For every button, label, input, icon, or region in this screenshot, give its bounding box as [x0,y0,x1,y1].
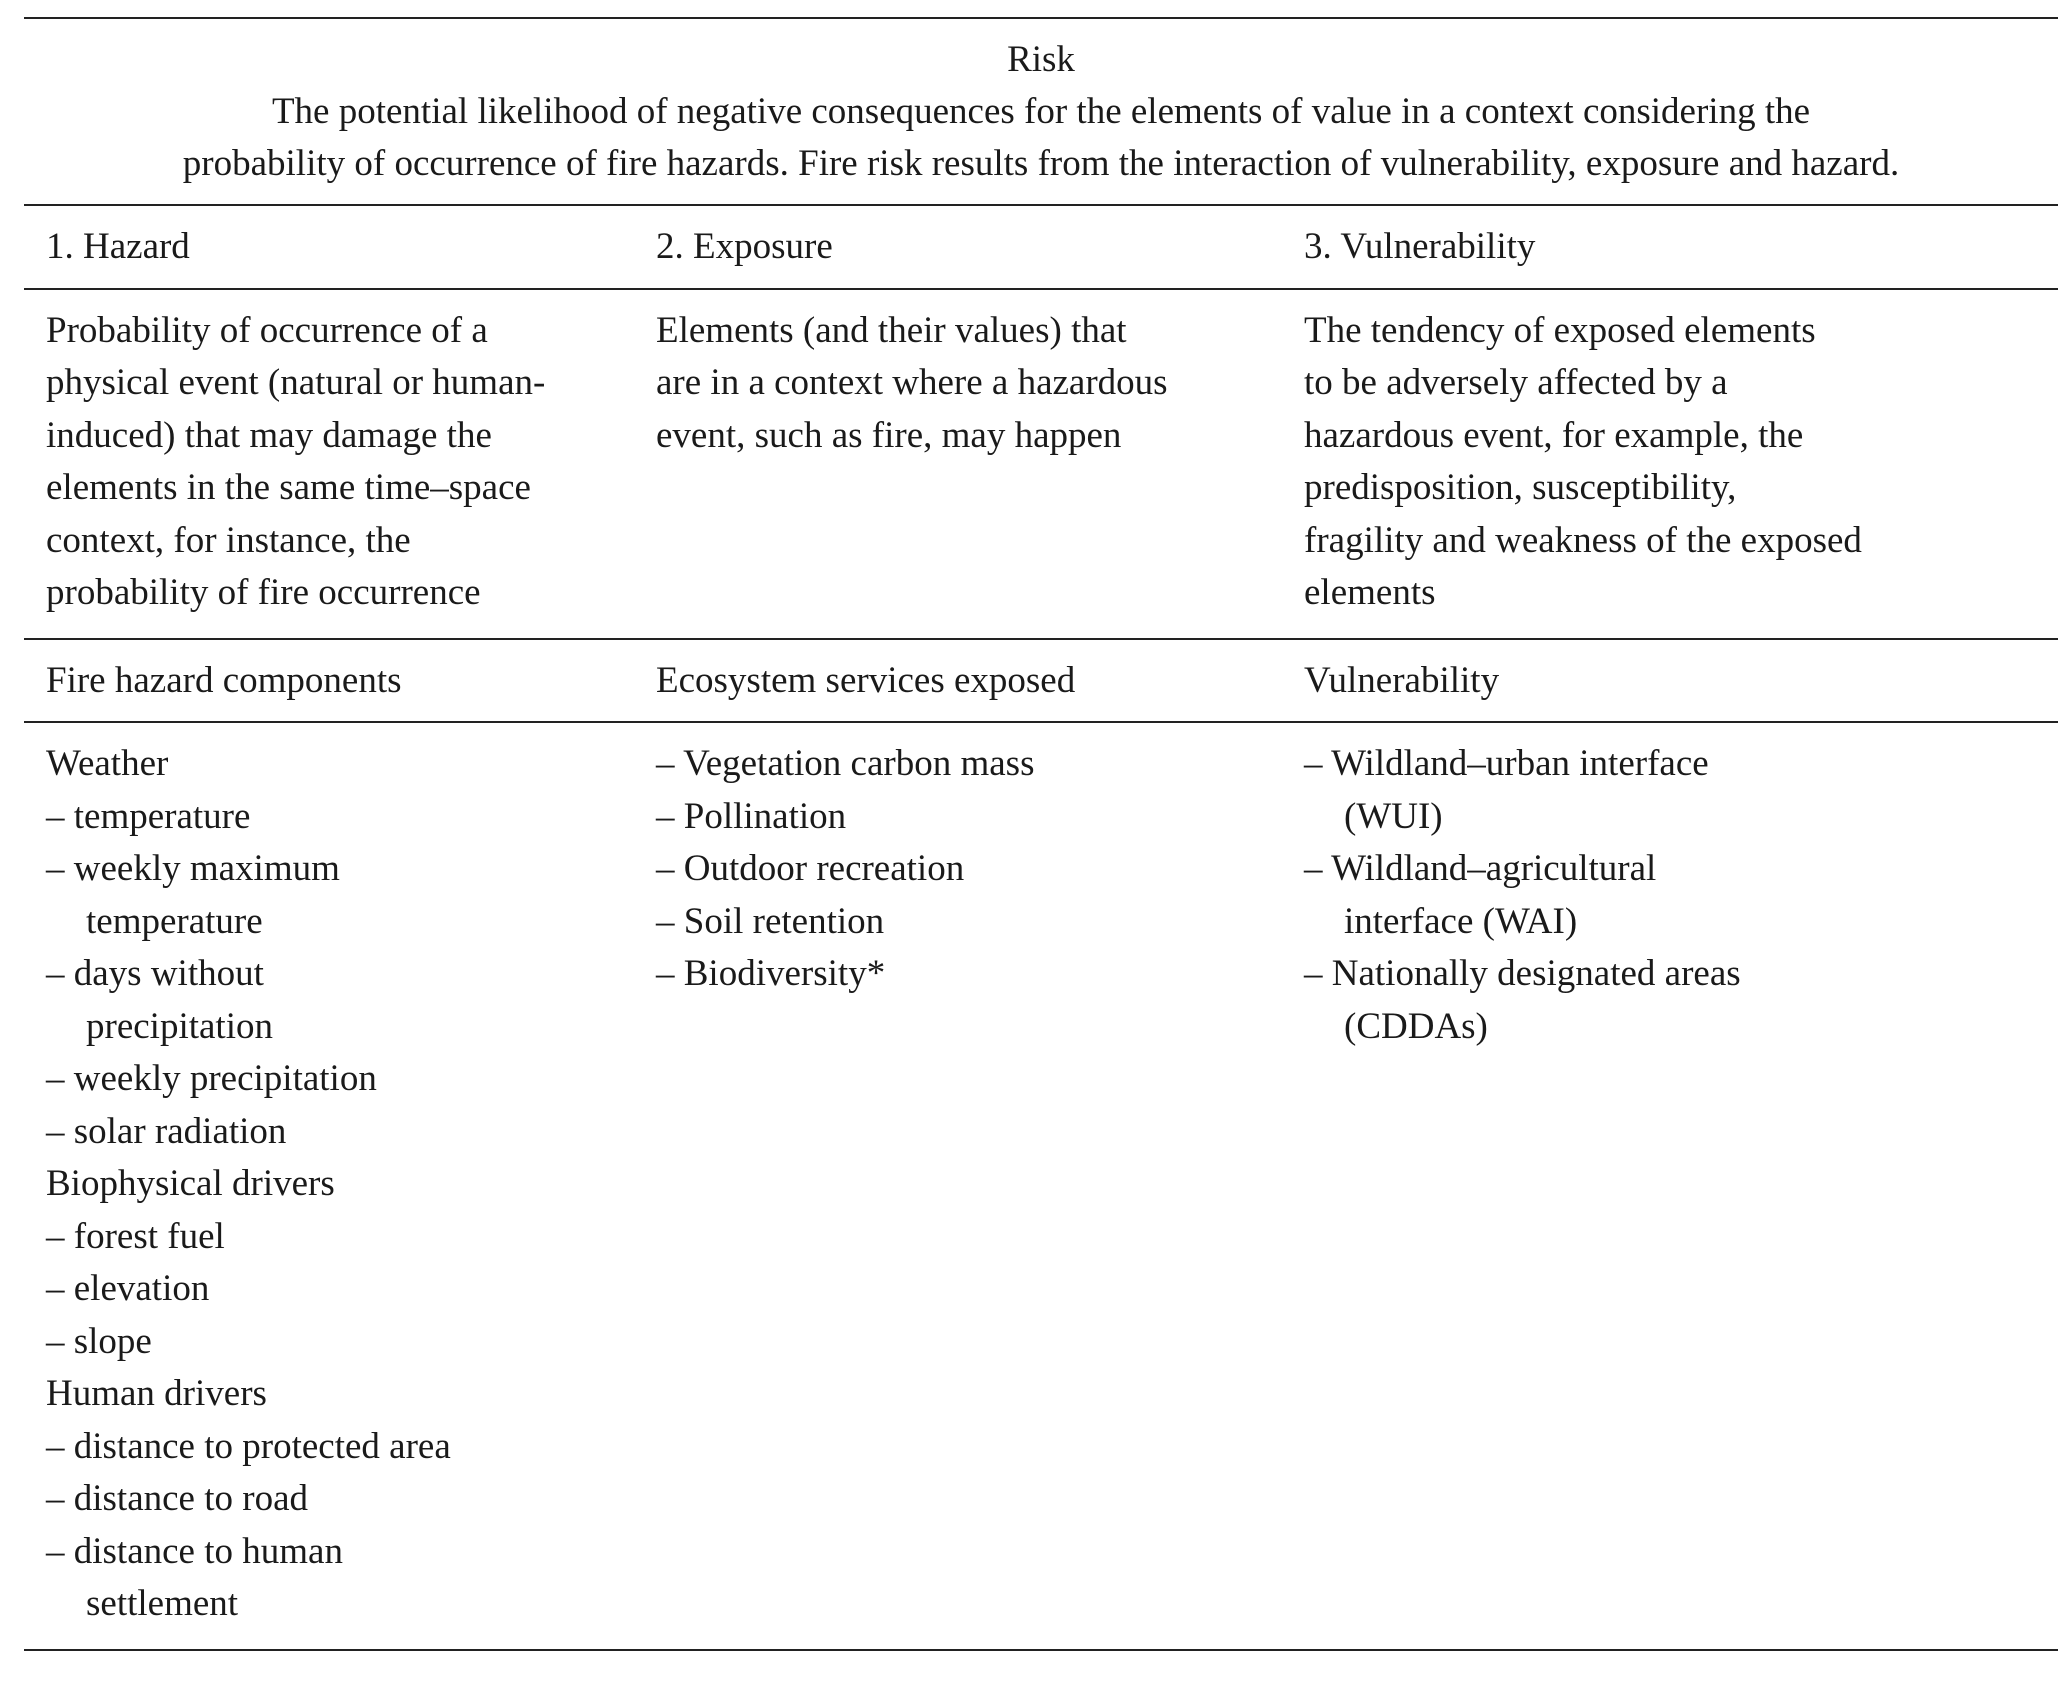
definition-rule [24,637,2058,640]
list-item: – temperature [46,795,251,837]
list-item: – distance to human settlement [46,1530,343,1625]
list-item: Human drivers [46,1373,267,1414]
subheader-hazard: Fire hazard components [46,659,402,701]
subheader-rule [24,721,2058,723]
definition-hazard: Probability of occurrence of a physical … [46,309,546,614]
caption-line-1: The potential likelihood of negative con… [271,91,1811,132]
list-item: – distance to protected area [46,1425,451,1467]
list-item: – forest fuel [46,1215,225,1257]
definition-row: Probability of occurrence of a physical … [24,290,2058,638]
list-item: – Vegetation carbon mass [656,743,1035,784]
list-item: – Nationally designated areas (CDDAs) [1304,953,1741,1047]
list-item: – distance to road [46,1478,308,1519]
top-rule [24,17,2058,19]
header-row: 1. Hazard 2. Exposure 3. Vulnerability [24,206,2058,288]
bottom-rule [24,1648,2058,1651]
list-item: – days without precipitation [46,953,273,1047]
ecosystem-services-cell: – Vegetation carbon mass – Pollination –… [656,738,1304,1631]
vulnerability-list: – Wildland–urban interface (WUI) – Wildl… [1304,738,2058,1053]
ecosystem-services-list: – Vegetation carbon mass – Pollination –… [656,738,1304,1001]
list-item: – solar radiation [46,1110,287,1152]
subheader-row: Fire hazard components Ecosystem service… [24,640,2058,722]
risk-framework-table: Risk The potential likelihood of negativ… [24,17,2058,1651]
header-rule [24,287,2058,290]
caption-line-2: probability of occurrence of fire hazard… [182,143,1900,184]
definition-vulnerability: The tendency of exposed elements to be a… [1304,309,1862,614]
table-caption: Risk The potential likelihood of negativ… [24,19,2058,204]
subheader-exposure: Ecosystem services exposed [656,659,1076,701]
caption-rule [24,204,2058,206]
list-item: – Biodiversity* [656,953,886,994]
list-item: – weekly precipitation [46,1058,377,1099]
list-item: – Wildland–urban interface (WUI) [1304,743,1709,837]
list-item: Weather [46,743,169,784]
vulnerability-cell: – Wildland–urban interface (WUI) – Wildl… [1304,738,2058,1631]
list-item: – Soil retention [656,900,885,942]
list-item: – elevation [46,1268,210,1309]
caption-title: Risk [1007,39,1075,80]
definition-exposure: Elements (and their values) that are in … [656,309,1168,456]
list-item: – Wildland–agricultural interface (WAI) [1304,848,1657,942]
list-item: – slope [46,1320,152,1362]
list-row: Weather – temperature – weekly maximum t… [24,723,2058,1649]
hazard-components-cell: Weather – temperature – weekly maximum t… [24,738,656,1631]
list-item: Biophysical drivers [46,1163,335,1204]
header-hazard: 1. Hazard [46,226,190,267]
list-item: – weekly maximum temperature [46,848,340,942]
header-exposure: 2. Exposure [656,226,833,267]
hazard-components-list: Weather – temperature – weekly maximum t… [46,738,656,1631]
header-vulnerability: 3. Vulnerability [1304,226,1536,267]
subheader-vulnerability: Vulnerability [1304,659,1500,701]
list-item: – Outdoor recreation [656,848,965,889]
list-item: – Pollination [656,795,847,837]
